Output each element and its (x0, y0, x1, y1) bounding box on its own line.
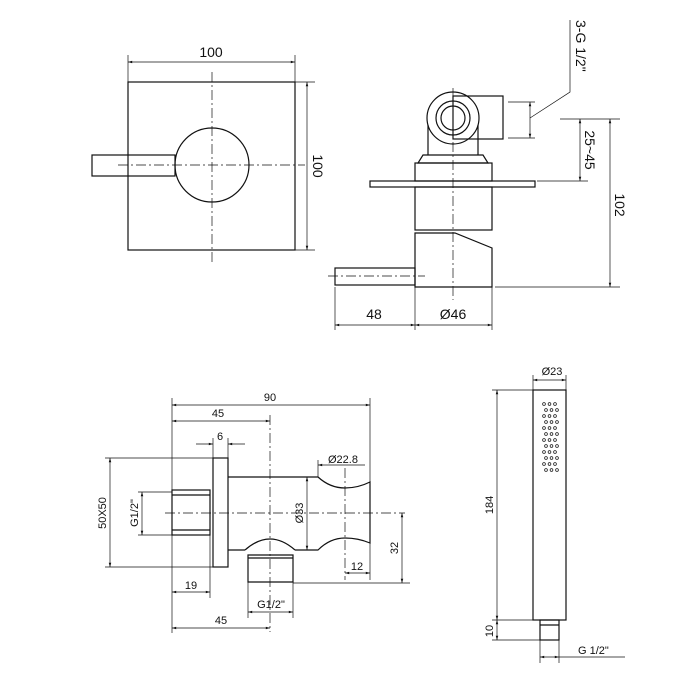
lever (91, 154, 176, 177)
wall-plate (369, 180, 536, 188)
dim-width: 100 (199, 44, 223, 60)
nozzle-dot (555, 456, 559, 460)
dim-thread: G 1/2" (578, 645, 609, 657)
nozzle-dot (549, 456, 554, 460)
wall-outlet-view: 90 45 6 50X50 G1/2" Ø22.8 Ø33 32 12 19 G… (97, 392, 410, 633)
nozzle-dot (547, 438, 552, 442)
inlet-nut (171, 489, 211, 536)
nozzle-dot (549, 420, 554, 424)
nozzle-dot (553, 462, 557, 466)
nozzle-dot (547, 426, 552, 430)
dim-connections: 3-G 1/2" (573, 20, 589, 72)
mid-body (414, 186, 493, 231)
nozzle-dot (544, 432, 548, 436)
nozzle-dot (553, 402, 557, 406)
cover-plate (127, 81, 296, 251)
nozzle-dot (542, 450, 546, 454)
dim-height: 100 (310, 154, 326, 178)
nozzle-dot (549, 432, 554, 436)
shower-handle (532, 389, 567, 621)
nozzle-dot (547, 402, 552, 406)
dim-length: 90 (264, 392, 276, 404)
side-lever (334, 267, 416, 286)
nozzle-dot (544, 444, 548, 448)
dim-to-axis: 45 (212, 408, 224, 420)
hand-shower-view: Ø23 184 10 G 1/2" (484, 366, 625, 663)
nozzle-dot (555, 468, 559, 472)
dim-holder-diameter: Ø22.8 (328, 454, 358, 466)
nozzle-dot (542, 414, 546, 418)
nozzle-dot (542, 462, 546, 466)
nozzle-dot (553, 438, 557, 442)
dim-thread-out: G1/2" (257, 599, 285, 611)
nozzle-dot (544, 468, 548, 472)
nozzle-dot (555, 432, 559, 436)
front-view: 100 100 (91, 44, 326, 262)
dim-outlet-height: 32 (389, 542, 401, 554)
nozzle-dot (547, 414, 552, 418)
nozzle-dot (553, 426, 557, 430)
nozzle-dot (553, 450, 557, 454)
dim-thread-length: 19 (185, 580, 197, 592)
nozzle-dot (553, 414, 557, 418)
dim-wall-depth: 25~45 (582, 130, 598, 170)
nozzle-dot (549, 444, 554, 448)
upper-body (414, 162, 493, 182)
spray-nozzles (542, 402, 559, 472)
nozzle-dot (547, 462, 552, 466)
nozzle-dot (555, 444, 559, 448)
nozzle-dot (544, 420, 548, 424)
dim-lever-length: 48 (366, 306, 382, 322)
nozzle-dot (549, 408, 554, 412)
nozzle-dot (555, 408, 559, 412)
nozzle-dot (542, 438, 546, 442)
dim-total-height: 102 (612, 193, 628, 217)
dim-plate-size: 50X50 (97, 497, 109, 529)
nozzle-dot (544, 408, 548, 412)
nozzle-dot (544, 456, 548, 460)
dim-body-diameter: Ø33 (294, 503, 306, 524)
dim-body-diameter: Ø46 (440, 306, 467, 322)
dim-length: 184 (484, 496, 496, 514)
nozzle-dot (547, 450, 552, 454)
dim-connector-length: 10 (484, 625, 496, 637)
nozzle-dot (549, 468, 554, 472)
side-view: 3-G 1/2" 25~45 102 48 Ø46 (328, 20, 628, 330)
shower-connector (539, 619, 560, 641)
dim-thread-in: G1/2" (129, 499, 141, 527)
outlet-body (228, 476, 371, 551)
dim-to-outlet: 45 (215, 615, 227, 627)
nozzle-dot (555, 420, 559, 424)
dim-diameter: Ø23 (542, 366, 563, 378)
dim-holder-width: 12 (351, 561, 363, 573)
nozzle-dot (542, 402, 546, 406)
outlet-plate (212, 457, 229, 568)
handle-body (414, 232, 493, 288)
nozzle-dot (542, 426, 546, 430)
dim-plate-thickness: 6 (217, 431, 223, 443)
